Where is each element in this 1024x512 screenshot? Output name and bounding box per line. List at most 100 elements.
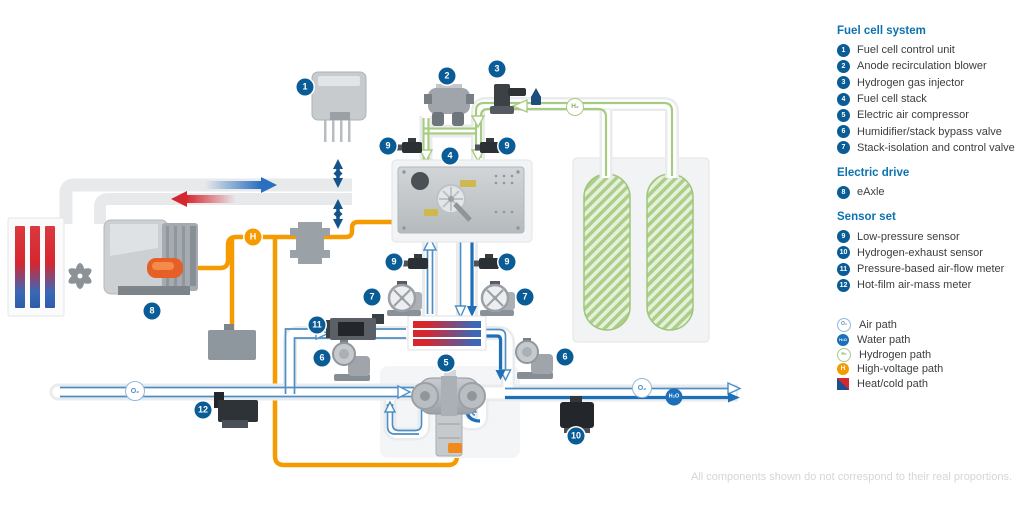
hydrogen-path-icon: H₂ — [837, 347, 851, 362]
heat-cold-pipes — [59, 177, 352, 224]
humidifier-bypass-valve-right — [515, 337, 554, 380]
air-path-chip-exhaust: O₂ — [632, 378, 652, 398]
legend-item: 11 Pressure-based air-flow meter — [837, 261, 1024, 277]
fuel-cell-stack — [391, 159, 533, 243]
fuel-cell-control-unit — [311, 71, 367, 142]
legend-badge: 11 — [837, 262, 850, 276]
badge-9-sensor-top-left: 9 — [379, 137, 397, 155]
air-path-chip-intake: O₂ — [125, 381, 145, 401]
legend-label: Pressure-based air-flow meter — [857, 263, 1005, 276]
legend-item: 12 Hot-film air-mass meter — [837, 277, 1024, 293]
badge-1-fuel-cell-control-unit: 1 — [296, 78, 314, 96]
battery-box — [208, 324, 256, 360]
hydrogen-tank-1 — [583, 173, 631, 331]
badge-10-hydrogen-exhaust-sensor: 10 — [567, 427, 585, 445]
pressure-based-air-flow-meter — [326, 314, 384, 340]
legend-heading: Electric drive — [837, 167, 910, 180]
water-path-chip: H₂O — [665, 388, 683, 406]
legend-item: 6 Humidifier/stack bypass valve — [837, 123, 1024, 139]
air-water-pipes — [49, 236, 742, 441]
anode-recirculation-blower — [424, 84, 474, 126]
legend-label: Fuel cell stack — [857, 93, 927, 106]
legend-heading: Sensor set — [837, 211, 896, 224]
legend-item: 2 Anode recirculation blower — [837, 58, 1024, 74]
legend-item: 4 Fuel cell stack — [837, 91, 1024, 107]
legend-label: Stack-isolation and control valve — [857, 141, 1015, 154]
legend-path-item: H₂ Hydrogen path — [837, 347, 1024, 362]
legend-path-item: H High-voltage path — [837, 362, 1024, 377]
cooling-fan-icon — [68, 263, 92, 289]
legend-label: Fuel cell control unit — [857, 44, 955, 57]
legend-badge: 6 — [837, 125, 850, 139]
high-voltage-path-icon: H — [837, 363, 849, 376]
legend-path-item: H₂O Water path — [837, 332, 1024, 347]
hydrogen-tank-2 — [646, 173, 694, 331]
legend-label: High-voltage path — [857, 363, 944, 376]
footnote: All components shown do not correspond t… — [690, 471, 1012, 483]
legend-label: Hot-film air-mass meter — [857, 279, 972, 292]
hydrogen-path-chip: H₂ — [566, 98, 584, 116]
heat-flow-blue-arrow — [205, 181, 261, 189]
legend-label: Heat/cold path — [857, 378, 928, 391]
high-voltage-path-chip: H — [244, 228, 262, 246]
water-path-icon: H₂O — [837, 333, 849, 346]
tank-valve-nozzle — [531, 88, 541, 105]
badge-9-sensor-mid-right: 9 — [498, 253, 516, 271]
badge-9-sensor-mid-left: 9 — [385, 253, 403, 271]
stack-isolation-valve-right — [478, 279, 517, 318]
hot-film-air-mass-meter — [214, 392, 258, 428]
legend-label: Anode recirculation blower — [857, 60, 987, 73]
legend-badge: 3 — [837, 76, 850, 90]
badge-6-humidifier-valve-left: 6 — [313, 349, 331, 367]
legend-badge: 2 — [837, 59, 850, 73]
legend-label: Hydrogen path — [859, 348, 932, 361]
coolant-flow-valve-icons — [333, 159, 343, 229]
eaxle — [103, 219, 198, 295]
electric-air-compressor — [411, 370, 486, 457]
badge-3-hydrogen-gas-injector: 3 — [488, 60, 506, 78]
high-voltage-path-lines — [190, 219, 460, 468]
hydrogen-gas-injector — [490, 84, 526, 114]
legend-label: Humidifier/stack bypass valve — [857, 125, 1002, 138]
junction-box — [290, 222, 330, 264]
badge-4-fuel-cell-stack: 4 — [441, 147, 459, 165]
legend-label: Water path — [857, 333, 911, 346]
badge-2-anode-recirculation-blower: 2 — [438, 67, 456, 85]
legend-path-item: Heat/cold path — [837, 377, 1024, 392]
badge-5-electric-air-compressor: 5 — [437, 354, 455, 372]
legend-label: Electric air compressor — [857, 109, 969, 122]
legend-badge: 4 — [837, 92, 850, 106]
radiator — [7, 217, 65, 317]
low-pressure-sensor-top-left — [397, 138, 422, 153]
hydrogen-tanks — [572, 157, 710, 343]
legend-label: Hydrogen gas injector — [857, 76, 965, 89]
humidifier-bypass-valve-left — [332, 339, 371, 382]
intercooler — [407, 315, 487, 351]
badge-8-eaxle: 8 — [143, 302, 161, 320]
legend-label: Hydrogen-exhaust sensor — [857, 246, 983, 259]
heat-cold-path-icon — [837, 378, 849, 391]
badge-7-isolation-valve-right: 7 — [516, 288, 534, 306]
legend-badge: 5 — [837, 108, 850, 122]
stack-isolation-valve-left — [385, 279, 424, 318]
legend-badge: 8 — [837, 185, 850, 199]
legend-item: 7 Stack-isolation and control valve — [837, 140, 1024, 156]
legend-badge: 9 — [837, 230, 850, 244]
badge-6-humidifier-valve-right: 6 — [556, 348, 574, 366]
legend-badge: 7 — [837, 141, 850, 155]
badge-12-air-mass-meter: 12 — [194, 401, 212, 419]
legend-label: Air path — [859, 318, 897, 331]
legend-badge: 12 — [837, 278, 850, 292]
